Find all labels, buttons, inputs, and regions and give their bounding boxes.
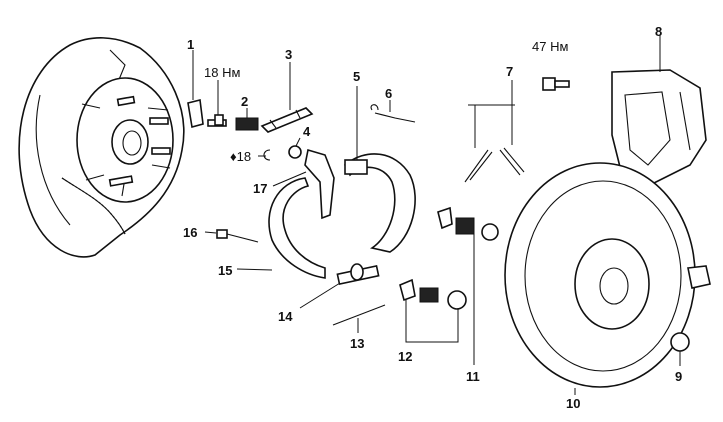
- label-part-2: 2: [241, 94, 249, 109]
- label-part-6: 6: [385, 86, 393, 101]
- wheel-nut: [687, 265, 711, 289]
- label-part-16: 16: [183, 225, 198, 240]
- label-part-8: 8: [655, 24, 663, 39]
- label-part-17: 17: [253, 181, 268, 196]
- part-1-bracket: [187, 50, 204, 129]
- torque-diamond-18: ♦18: [230, 149, 252, 164]
- wheel-hub: [76, 77, 174, 203]
- label-part-13: 13: [350, 336, 365, 351]
- hub-studs: [108, 95, 171, 187]
- part-4-washer: [288, 137, 302, 159]
- part-17-lever: [272, 148, 335, 220]
- torque-18-nm: 18 Нм: [204, 65, 241, 80]
- label-part-1: 1: [187, 37, 195, 52]
- part-9-nut: [670, 332, 690, 366]
- label-part-11: 11: [466, 369, 480, 384]
- label-part-10: 10: [566, 396, 581, 411]
- parking-brake-cable: [61, 177, 126, 235]
- label-part-9: 9: [675, 369, 683, 384]
- torque-47-nm: 47 Нм: [532, 39, 569, 54]
- label-part-12: 12: [398, 349, 413, 364]
- part-13-spring: [332, 304, 386, 333]
- label-part-3: 3: [285, 47, 293, 62]
- label-part-5: 5: [353, 69, 361, 84]
- part-8-caliper: [611, 35, 707, 186]
- mounting-bolt-18nm: [207, 80, 227, 127]
- part-14-adjuster: [299, 263, 380, 309]
- part-11-holddown: [437, 206, 499, 365]
- label-part-14: 14: [278, 309, 293, 324]
- spring-pin: [258, 149, 271, 161]
- label-part-4: 4: [303, 124, 311, 139]
- part-6-pin: [370, 100, 416, 123]
- part-15-brake-shoe: [236, 177, 326, 279]
- part-2-spring: [235, 108, 259, 131]
- part-12-holddown: [399, 278, 467, 343]
- label-part-7: 7: [506, 64, 514, 79]
- label-part-15: 15: [218, 263, 233, 278]
- part-3-strut: [260, 62, 314, 133]
- caliper-bolt-47nm: [542, 77, 570, 91]
- part-5-brake-shoe: [344, 86, 416, 253]
- part-7-return-springs: [464, 80, 525, 183]
- part-16-pin: [204, 229, 259, 243]
- part-10-brake-disc: [504, 162, 696, 395]
